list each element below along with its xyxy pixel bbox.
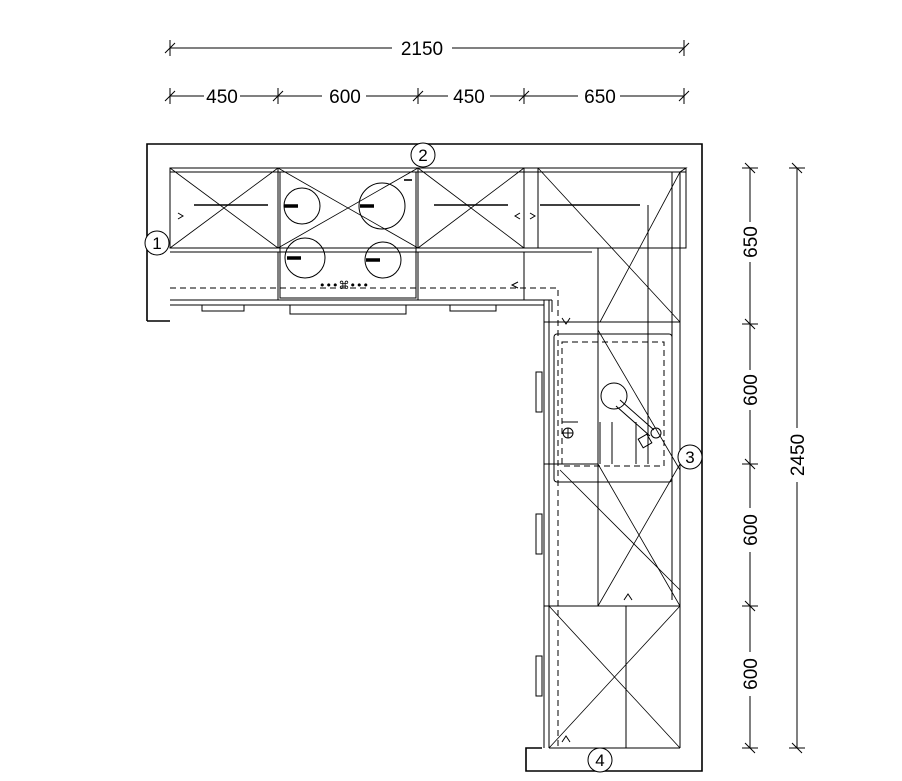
burner-bottom-right: [364, 241, 402, 279]
marker-4: 4: [587, 747, 613, 773]
sink: [553, 329, 681, 483]
burner-top-right: [358, 182, 406, 230]
cooktop: •••⌘•••: [279, 171, 417, 299]
svg-text:4: 4: [595, 751, 604, 770]
svg-text:2: 2: [418, 146, 427, 165]
top-total-dimension: 2150: [164, 39, 690, 60]
sink-drain: [600, 382, 628, 410]
dim-right-4: 600: [741, 658, 762, 690]
svg-text:1: 1: [152, 234, 161, 253]
cooktop-controls: •••⌘•••: [319, 279, 369, 292]
marker-2: 2: [410, 142, 436, 168]
marker-1: 1: [144, 230, 170, 256]
dim-total-width: 2150: [401, 39, 443, 60]
corner-wall-cabinet: [524, 167, 688, 323]
top-wall-cabinets: [169, 167, 687, 249]
faucet: [650, 427, 662, 439]
burner-bottom-left: [284, 237, 326, 279]
right-total-dimension: 2450: [788, 162, 809, 754]
dim-segment-3: 450: [453, 87, 485, 108]
marker-3: 3: [677, 444, 703, 470]
right-segment-dimensions: 650 600 600 600: [741, 162, 762, 754]
dim-total-depth: 2450: [788, 434, 809, 476]
dim-segment-2: 600: [329, 87, 361, 108]
top-base-cabinets: [170, 251, 592, 748]
svg-text:3: 3: [685, 448, 694, 467]
dim-right-1: 650: [741, 226, 762, 258]
top-segment-dimensions: 450 600 450 650: [164, 87, 690, 108]
dim-right-3: 600: [741, 514, 762, 546]
right-base-cabinets: [535, 172, 681, 749]
dim-segment-4: 650: [584, 87, 616, 108]
dim-segment-1: 450: [206, 87, 238, 108]
dim-right-2: 600: [741, 374, 762, 406]
room-wall-outline: [146, 143, 703, 772]
